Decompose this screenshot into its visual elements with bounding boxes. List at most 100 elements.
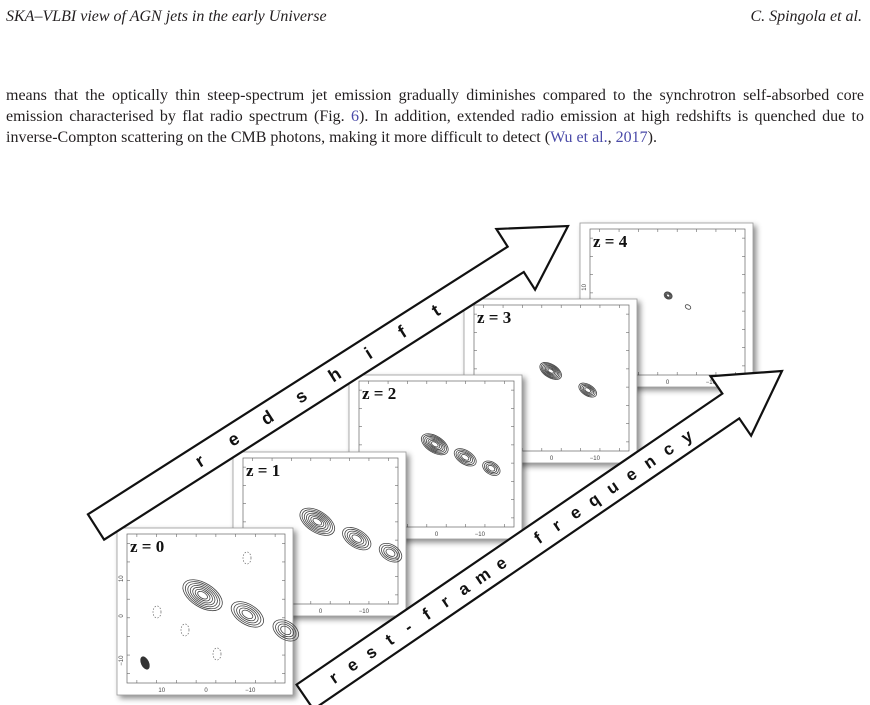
contour-line (241, 609, 254, 620)
y-tick-label: 10 (119, 575, 125, 582)
contour-line (420, 433, 449, 456)
citation-separator: , (607, 129, 616, 147)
rest-frame-frequency-arrow (295, 369, 784, 705)
contour-line (422, 434, 447, 454)
negative-contour (152, 605, 162, 619)
contour-line (344, 528, 369, 549)
contour-line (187, 583, 218, 608)
contour-line (427, 438, 442, 450)
x-tick-label: −10 (590, 456, 601, 462)
contour-line (578, 382, 598, 398)
plot-box (126, 533, 286, 684)
contour-line (378, 542, 403, 563)
contour-line (547, 368, 554, 374)
contour-line (666, 293, 671, 298)
running-header: SKA–VLBI view of AGN jets in the early U… (6, 8, 862, 28)
contour-line (310, 516, 325, 528)
x-tick-label: 0 (435, 532, 439, 538)
contour-line (684, 304, 692, 310)
contour-line (665, 292, 671, 299)
body-paragraph: means that the optically thin steep-spec… (6, 85, 864, 149)
x-tick-label: 10 (158, 688, 165, 694)
contour-line (182, 579, 223, 612)
x-tick-label: 0 (319, 609, 323, 615)
contour-line (539, 362, 562, 380)
panel-label: z = 2 (362, 384, 396, 403)
contour-line (349, 532, 365, 545)
panel-z0: 10 0 −10 10 0 −10 z = 0 (116, 527, 299, 696)
paragraph-text-2: ). In addition, extended radio emission … (6, 108, 864, 147)
running-authors: C. Spingola et al. (750, 8, 862, 25)
beam-ellipse (140, 656, 150, 670)
contour-line (663, 291, 673, 300)
contour-line (189, 585, 216, 606)
contour-line (342, 527, 372, 551)
contour-line (230, 601, 264, 628)
panel-label: z = 3 (477, 308, 511, 327)
x-tick-label: 0 (550, 456, 554, 462)
contour-line (487, 464, 496, 472)
contour-line (299, 507, 336, 536)
negative-contour (180, 623, 190, 637)
contour-line (581, 385, 595, 396)
paragraph-text-1: means that the optically thin steep-spec… (6, 87, 864, 126)
contour-line (301, 509, 333, 535)
contour-line (482, 460, 501, 476)
y-tick-label: 10 (582, 283, 588, 290)
redshift-arrow (86, 224, 570, 542)
contour-line (461, 454, 470, 461)
contour-line (579, 383, 596, 397)
contour-line (280, 625, 292, 636)
citation-year-link[interactable]: 2017 (615, 129, 648, 147)
x-tick-label: −10 (245, 688, 256, 694)
contour-line (346, 530, 367, 547)
contour-line (275, 621, 297, 640)
y-tick-label: −10 (119, 655, 125, 666)
contour-line (483, 462, 499, 475)
x-tick-label: −10 (475, 532, 486, 538)
contour-line (582, 386, 593, 395)
contour-line (306, 512, 329, 531)
contour-line (277, 623, 294, 638)
x-tick-label: −10 (359, 609, 370, 615)
panel-label: z = 0 (130, 537, 164, 556)
contour-line (424, 436, 446, 453)
contour-line (431, 441, 439, 448)
contour-line (429, 439, 441, 449)
x-tick-label: 0 (204, 688, 208, 694)
running-title: SKA–VLBI view of AGN jets in the early U… (6, 8, 327, 25)
contour-line (197, 590, 208, 600)
contour-line (272, 619, 299, 642)
contour-line (664, 292, 672, 299)
contour-line (194, 588, 211, 602)
figure-reference-link[interactable]: 6 (351, 108, 359, 126)
contour-line (584, 387, 592, 393)
citation-author-link[interactable]: Wu et al. (550, 129, 608, 147)
contour-line (540, 363, 561, 379)
paragraph-text-3: ). (647, 129, 657, 147)
contour-line (542, 364, 560, 378)
contour-line (457, 451, 473, 464)
contour-line (543, 365, 558, 377)
contour-line (236, 605, 259, 624)
contour-line (351, 534, 362, 543)
contour-line (453, 448, 477, 467)
negative-contour (242, 551, 252, 565)
contour-line (192, 587, 213, 604)
contour-line (546, 367, 556, 375)
panel-label: z = 1 (246, 461, 280, 480)
negative-contour (212, 647, 222, 661)
contour-line (385, 548, 396, 557)
x-tick-label: 0 (666, 380, 670, 386)
contour-line (455, 449, 475, 465)
contour-line (238, 607, 256, 622)
y-tick-label: 0 (119, 614, 125, 618)
contour-line (381, 544, 400, 561)
contour-line (485, 463, 497, 473)
contour-line (308, 514, 327, 529)
x-tick-label: −10 (706, 380, 717, 386)
contour-line (312, 517, 323, 526)
contour-line (383, 546, 398, 559)
contour-line (303, 511, 331, 533)
